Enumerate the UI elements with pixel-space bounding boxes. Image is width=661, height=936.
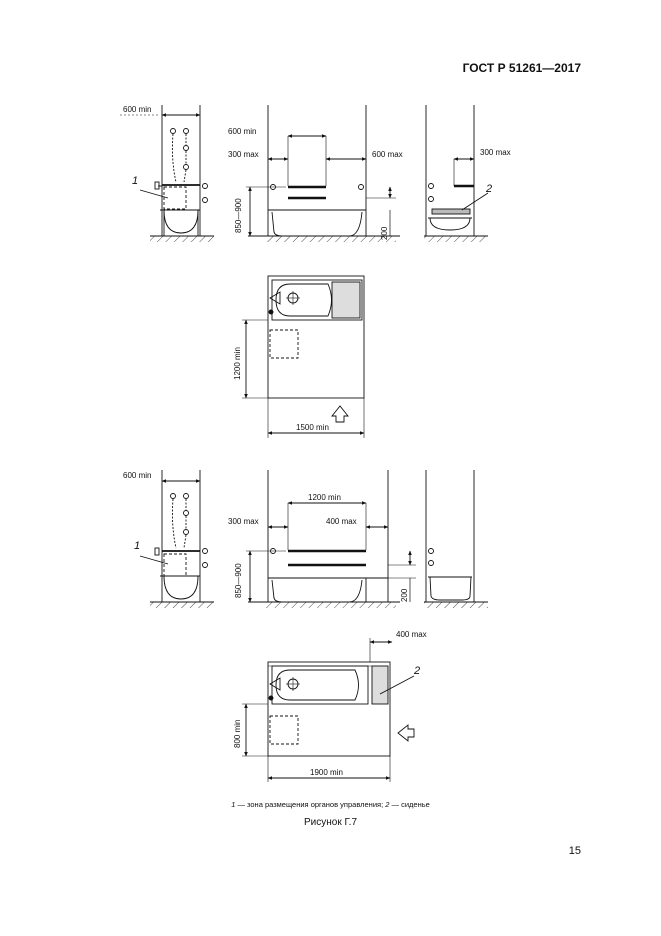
- fig1-side-view-right: [424, 105, 489, 242]
- fig1-front-left-label: 300 max: [228, 150, 259, 159]
- fig2-front-left-label: 300 max: [228, 517, 259, 526]
- fig1-front-height-label: 850—900: [234, 198, 243, 233]
- fig2-front-right-label: 400 max: [326, 517, 357, 526]
- standard-designation: ГОСТ Р 51261—2017: [462, 61, 581, 75]
- legend-item-1-text: — зона размещения органов управления;: [235, 800, 386, 809]
- fig2-side-view-right: [424, 470, 488, 608]
- fig2-plan-depth-label: 800 min: [233, 720, 242, 748]
- fig1-front-right-label: 600 max: [372, 150, 403, 159]
- fig1-plan-width-label: 1500 min: [296, 423, 329, 432]
- fig1-plan-depth-label: 1200 min: [233, 347, 242, 380]
- legend-item-2-number: 2: [385, 800, 390, 809]
- fig2-front-width-label: 1200 min: [308, 493, 341, 502]
- legend-item-1-number: 1: [231, 800, 236, 809]
- fig2-plan-view: [242, 638, 415, 782]
- fig1-side-view-left: [120, 105, 214, 242]
- fig2-plan-width-label: 1900 min: [310, 768, 343, 777]
- fig1-plan-view: [242, 275, 365, 438]
- page-number: 15: [568, 845, 581, 857]
- figure-legend: 1 — зона размещения органов управления; …: [0, 800, 661, 809]
- fig1-callout-1: 1: [132, 175, 138, 187]
- fig1-front-low-label: 200: [380, 226, 389, 240]
- fig2-side-left-width-label: 600 min: [123, 471, 151, 480]
- fig2-front-height-label: 850—900: [234, 563, 243, 598]
- fig2-front-low-label: 200: [400, 588, 409, 602]
- fig2-plan-top-label: 400 max: [396, 630, 427, 639]
- fig2-front-view: [246, 470, 416, 608]
- fig2-callout-2: 2: [413, 665, 420, 677]
- figure-title: Рисунок Г.7: [303, 817, 358, 828]
- fig1-side-left-width-label: 600 min: [123, 105, 151, 114]
- fig1-front-view: [246, 105, 400, 242]
- legend-item-2-text: — сиденье: [389, 800, 430, 809]
- fig2-callout-1: 1: [134, 540, 140, 552]
- fig1-callout-2: 2: [485, 183, 492, 195]
- fig2-side-view-left: [139, 470, 214, 608]
- fig1-side-right-width-label: 300 max: [480, 148, 511, 157]
- fig1-front-width-label: 600 min: [228, 127, 256, 136]
